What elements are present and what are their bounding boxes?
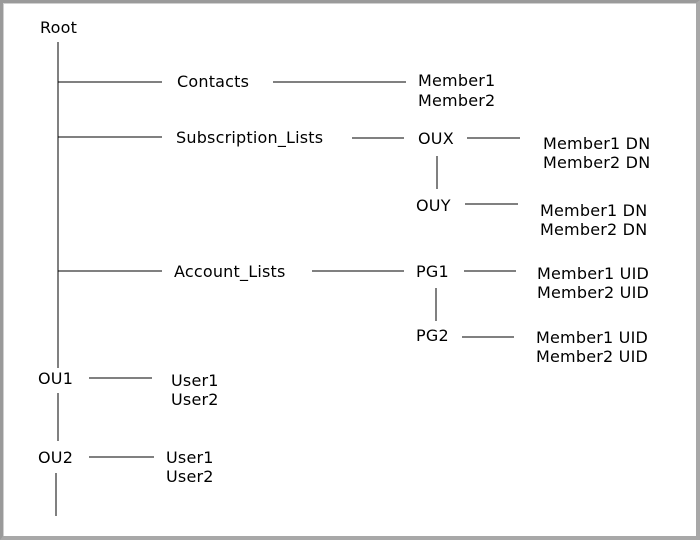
leaf-pg2-member2: Member2 UID [536, 347, 649, 366]
leaf-ou2-user2: User2 [166, 467, 214, 486]
leaf-pg1-member1: Member1 UID [537, 264, 650, 283]
leaf-ouy-member1: Member1 DN [540, 201, 648, 220]
leaf-pg1-member2: Member2 UID [537, 283, 650, 302]
node-pg2: PG2 [416, 326, 449, 345]
leaf-ou2-user1: User1 [166, 448, 214, 467]
node-root: Root [40, 18, 78, 37]
leaf-ou1-user1: User1 [171, 371, 219, 390]
node-account-lists: Account_Lists [174, 262, 286, 281]
node-ouy: OUY [416, 196, 451, 215]
leaf-contacts-member2: Member2 [418, 91, 496, 110]
leaf-oux-member1: Member1 DN [543, 134, 651, 153]
node-subscription-lists: Subscription_Lists [176, 128, 324, 147]
diagram-frame-inner [3, 3, 696, 536]
leaf-ou1-user2: User2 [171, 390, 219, 409]
node-ou1: OU1 [38, 369, 74, 388]
node-ou2: OU2 [38, 448, 74, 467]
node-oux: OUX [418, 129, 454, 148]
node-contacts: Contacts [177, 72, 250, 91]
leaf-oux-member2: Member2 DN [543, 153, 651, 172]
node-pg1: PG1 [416, 262, 449, 281]
leaf-contacts-member1: Member1 [418, 71, 496, 90]
leaf-ouy-member2: Member2 DN [540, 220, 648, 239]
leaf-pg2-member1: Member1 UID [536, 328, 649, 347]
